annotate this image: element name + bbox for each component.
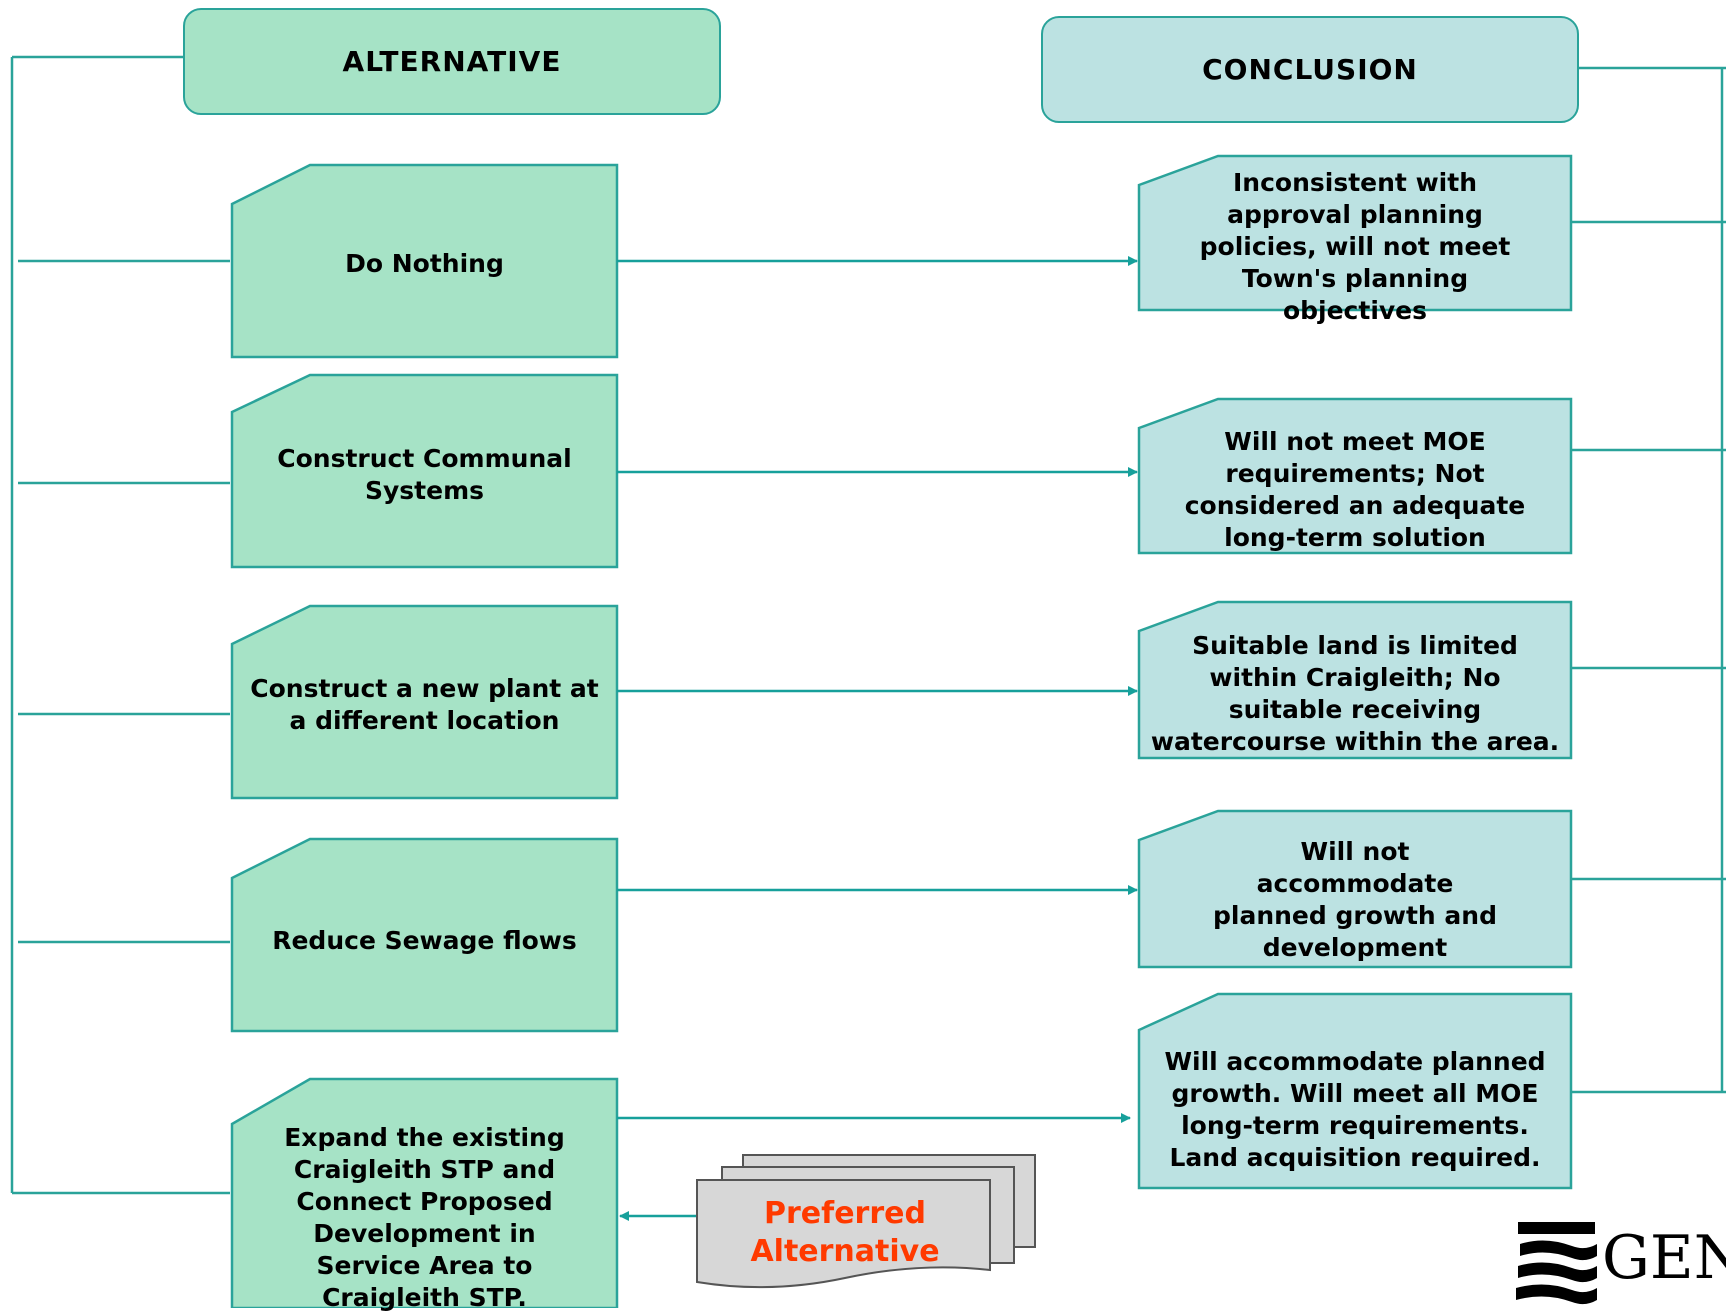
alternative-text-2: Construct Communal Systems <box>277 444 572 505</box>
conclusion-card-3 <box>1137 600 1573 760</box>
alternative-text-1: Do Nothing <box>345 248 504 278</box>
preferred-alternative-doc <box>696 1154 1036 1289</box>
conclusion-card-5 <box>1137 992 1573 1190</box>
alternative-cards <box>230 163 619 1308</box>
alternative-header: ALTERNATIVE <box>183 8 721 115</box>
alternative-card-4 <box>230 837 619 1033</box>
alternative-text-5: Expand the existing Craigleith STP and C… <box>284 1123 565 1312</box>
conclusion-text-1: Inconsistent with approval planning poli… <box>1199 168 1511 325</box>
conclusion-card-1 <box>1137 154 1573 312</box>
alternative-text-4: Reduce Sewage flows <box>272 926 577 955</box>
conclusion-header: CONCLUSION <box>1041 16 1579 123</box>
conclusion-text-3: Suitable land is limited within Craiglei… <box>1150 631 1560 756</box>
alternative-card-3 <box>230 604 619 800</box>
conclusion-card-4 <box>1137 809 1573 969</box>
conclusion-text-5: Will accommodate planned growth. Will me… <box>1164 1047 1546 1172</box>
right-bracket <box>1571 66 1726 1094</box>
conclusion-card-2 <box>1137 397 1573 555</box>
preferred-alternative-label: Preferred Alternative <box>750 1196 940 1269</box>
gen-logo-icon <box>1516 1222 1597 1305</box>
connector-arrows <box>617 256 1138 1221</box>
alternative-card-5 <box>230 1077 619 1308</box>
left-bracket <box>10 55 230 1195</box>
conclusion-text-4: Will not accommodate planned growth and … <box>1213 837 1497 962</box>
conclusion-cards <box>1137 154 1573 1190</box>
alternative-text-3: Construct a new plant at a different loc… <box>250 674 599 735</box>
conclusion-text-2: Will not meet MOE requirements; Not cons… <box>1184 427 1526 552</box>
logo-wordmark: GEN <box>1602 1223 1726 1293</box>
